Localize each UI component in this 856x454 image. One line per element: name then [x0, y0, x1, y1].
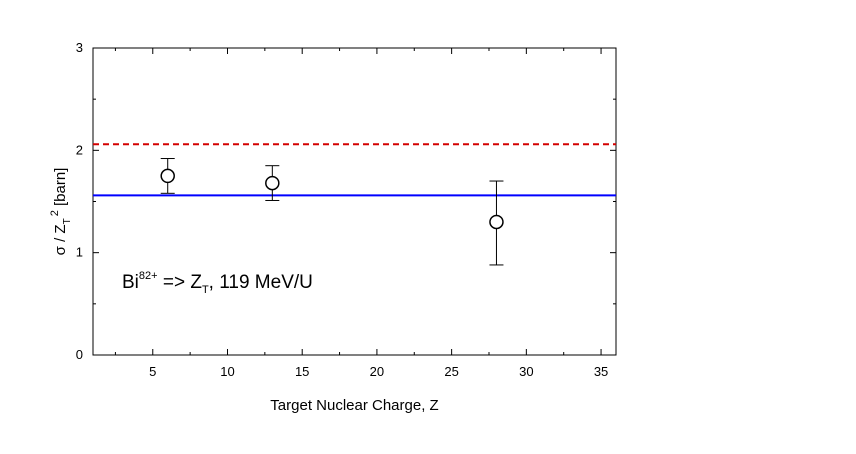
y-axis-label: σ / ZT2 [barn]	[49, 168, 73, 256]
x-tick-label: 10	[220, 364, 234, 379]
y-axis-label-sup: 2	[49, 210, 61, 216]
y-axis-label-sub: T	[62, 218, 73, 224]
reference-lines	[93, 143, 616, 197]
x-tick-label: 25	[444, 364, 458, 379]
x-tick-label: 35	[594, 364, 608, 379]
x-tick-label: 20	[370, 364, 384, 379]
y-tick-label: 0	[76, 347, 83, 362]
annotation-base: Bi	[122, 272, 139, 293]
y-tick-label: 3	[76, 40, 83, 55]
plot-frame	[92, 47, 617, 356]
data-point	[489, 214, 504, 230]
y-tick-label: 2	[76, 142, 83, 157]
x-tick-label: 5	[149, 364, 156, 379]
annotation-rest: , 119 MeV/U	[209, 272, 313, 293]
x-tick-label: 15	[295, 364, 309, 379]
y-tick-label: 1	[76, 245, 83, 260]
reaction-annotation: Bi82+ => ZT, 119 MeV/U	[122, 270, 313, 296]
data-point	[265, 175, 280, 191]
annotation-sub: T	[202, 284, 209, 296]
data-point	[160, 168, 175, 184]
annotation-arrow: => Z	[158, 272, 203, 293]
x-axis-label: Target Nuclear Charge, Z	[270, 397, 438, 414]
x-tick-label: 30	[519, 364, 533, 379]
y-axis-label-main: σ / Z	[52, 224, 69, 255]
data-points	[160, 158, 504, 266]
annotation-sup: 82+	[139, 270, 158, 282]
y-axis-label-unit: [barn]	[52, 168, 69, 211]
ticks-layer: 5 10 15 20 25 30 35 0 1 2 3	[76, 40, 616, 379]
